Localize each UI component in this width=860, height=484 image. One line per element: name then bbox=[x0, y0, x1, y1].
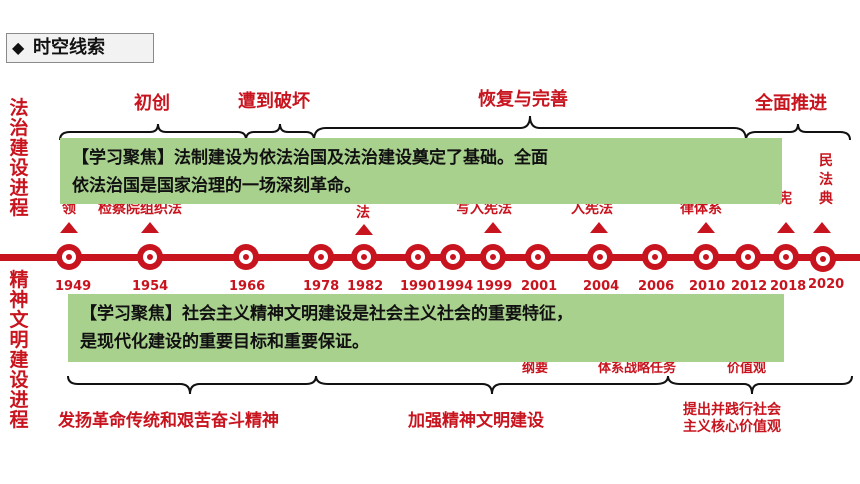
event-marker bbox=[697, 222, 715, 233]
bottom-event: 纲要 bbox=[522, 361, 549, 376]
side-title-char: 进 bbox=[9, 389, 29, 411]
year-label: 1999 bbox=[476, 279, 513, 294]
phase-comprehensive: 全面推进 bbox=[755, 93, 827, 114]
side-title-char: 精 bbox=[9, 269, 29, 291]
phase-restore: 恢复与完善 bbox=[478, 89, 568, 110]
side-title-char: 治 bbox=[9, 117, 29, 139]
timeline-node bbox=[405, 244, 431, 270]
event-marker bbox=[484, 222, 502, 233]
year-label: 1994 bbox=[437, 279, 474, 294]
year-label: 1990 bbox=[400, 279, 437, 294]
brace-restore bbox=[313, 115, 747, 141]
timeline-node bbox=[810, 246, 836, 272]
year-label: 2001 bbox=[521, 279, 558, 294]
brace-comprehensive bbox=[745, 123, 851, 141]
side-title-law: 法 治 建 设 进 程 bbox=[8, 98, 30, 218]
event-1982: 法 bbox=[356, 205, 370, 221]
phase-core-values: 提出并践行社会 主义核心价值观 bbox=[683, 402, 781, 436]
brace-bottom-1 bbox=[67, 375, 317, 395]
side-title-char: 建 bbox=[9, 137, 29, 159]
event-2020-char: 法 bbox=[819, 172, 833, 188]
bottom-event: 价值观 bbox=[727, 361, 767, 376]
timeline-node bbox=[137, 244, 163, 270]
phase-destroyed: 遭到破坏 bbox=[238, 91, 310, 112]
event-marker bbox=[60, 222, 78, 233]
year-label: 1982 bbox=[347, 279, 384, 294]
year-label: 2010 bbox=[689, 279, 726, 294]
brace-chuchuang bbox=[59, 123, 247, 141]
focus-box-spiritual: 【学习聚焦】社会主义精神文明建设是社会主义社会的重要特征， 是现代化建设的重要目… bbox=[68, 294, 784, 362]
event-1999: 写入宪法 bbox=[456, 201, 512, 217]
event-marker bbox=[141, 222, 159, 233]
side-title-char: 法 bbox=[9, 97, 29, 119]
side-title-char: 文 bbox=[9, 309, 29, 331]
brace-bottom-2 bbox=[315, 375, 669, 395]
event-marker bbox=[590, 222, 608, 233]
event-1949: 领 bbox=[62, 201, 76, 217]
phase-core-values-line: 主义核心价值观 bbox=[683, 419, 781, 435]
timeline-node bbox=[440, 244, 466, 270]
timeline-node bbox=[587, 244, 613, 270]
phase-founding: 初创 bbox=[134, 93, 170, 114]
side-title-char: 建 bbox=[9, 349, 29, 371]
focus-spiritual-line1: 【学习聚焦】社会主义精神文明建设是社会主义社会的重要特征， bbox=[80, 304, 573, 324]
timeline-node bbox=[525, 244, 551, 270]
side-title-char: 设 bbox=[9, 157, 29, 179]
timeline-node bbox=[308, 244, 334, 270]
side-title-char: 程 bbox=[9, 197, 29, 219]
timeline-node bbox=[480, 244, 506, 270]
year-label: 1949 bbox=[55, 279, 92, 294]
side-title-char: 神 bbox=[9, 289, 29, 311]
timeline-node bbox=[642, 244, 668, 270]
year-label: 1966 bbox=[229, 279, 266, 294]
year-label: 2004 bbox=[583, 279, 620, 294]
focus-box-law: 【学习聚焦】法制建设为依法治国及法治建设奠定了基础。全面 依法治国是国家治理的一… bbox=[60, 138, 782, 204]
bottom-event: 体系战略任务 bbox=[598, 361, 677, 376]
year-label: 2020 bbox=[808, 277, 845, 292]
event-marker bbox=[355, 224, 373, 235]
timeline-node bbox=[773, 244, 799, 270]
focus-spiritual-line2: 是现代化建设的重要目标和重要保证。 bbox=[80, 332, 369, 352]
focus-law-line2: 依法治国是国家治理的一场深刻革命。 bbox=[72, 176, 361, 196]
event-marker bbox=[813, 222, 831, 233]
event-2020: 民 法 典 bbox=[819, 152, 833, 209]
year-label: 2006 bbox=[638, 279, 675, 294]
diamond-icon: ◆ bbox=[12, 38, 25, 57]
side-title-char: 设 bbox=[9, 369, 29, 391]
year-label: 2012 bbox=[731, 279, 768, 294]
side-title-char: 进 bbox=[9, 177, 29, 199]
phase-core-values-line: 提出并践行社会 bbox=[683, 402, 781, 418]
side-title-char: 程 bbox=[9, 409, 29, 431]
timeline-node bbox=[735, 244, 761, 270]
phase-revolutionary: 发扬革命传统和艰苦奋斗精神 bbox=[58, 411, 279, 431]
side-title-char: 明 bbox=[9, 329, 29, 351]
event-1954: 检察院组织法 bbox=[98, 201, 182, 217]
timeline-node bbox=[351, 244, 377, 270]
focus-law-line1: 【学习聚焦】法制建设为依法治国及法治建设奠定了基础。全面 bbox=[72, 148, 548, 168]
timeline-node bbox=[56, 244, 82, 270]
brace-destroyed bbox=[245, 123, 315, 141]
section-header: ◆ 时空线索 bbox=[6, 33, 154, 63]
event-2004: 入宪法 bbox=[571, 201, 613, 217]
year-label: 1978 bbox=[303, 279, 340, 294]
year-label: 2018 bbox=[770, 279, 807, 294]
year-label: 1954 bbox=[132, 279, 169, 294]
event-2020-char: 典 bbox=[819, 191, 833, 207]
brace-bottom-3 bbox=[667, 375, 853, 395]
timeline-node bbox=[233, 244, 259, 270]
timeline-node bbox=[693, 244, 719, 270]
phase-civilization: 加强精神文明建设 bbox=[408, 411, 544, 431]
section-title: 时空线索 bbox=[33, 37, 105, 58]
side-title-spiritual: 精 神 文 明 建 设 进 程 bbox=[8, 270, 30, 430]
event-2020-char: 民 bbox=[819, 153, 833, 169]
event-2010: 律体系 bbox=[680, 201, 722, 217]
event-marker bbox=[777, 222, 795, 233]
